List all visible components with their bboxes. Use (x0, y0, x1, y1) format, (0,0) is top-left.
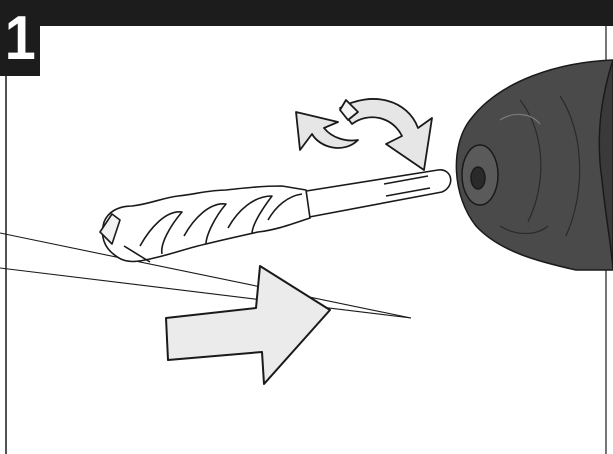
push-arrow-icon (165, 265, 331, 385)
step-badge: 1 (0, 0, 40, 76)
callout-line-lower (0, 267, 412, 319)
header-bar (0, 0, 613, 26)
drill-chuck-icon (455, 59, 613, 271)
drill-bit-icon (99, 169, 452, 263)
callout-lines (0, 232, 412, 319)
callout-line-upper (0, 232, 412, 319)
step-number: 1 (4, 4, 36, 73)
rotation-arrow-icon (295, 98, 433, 171)
